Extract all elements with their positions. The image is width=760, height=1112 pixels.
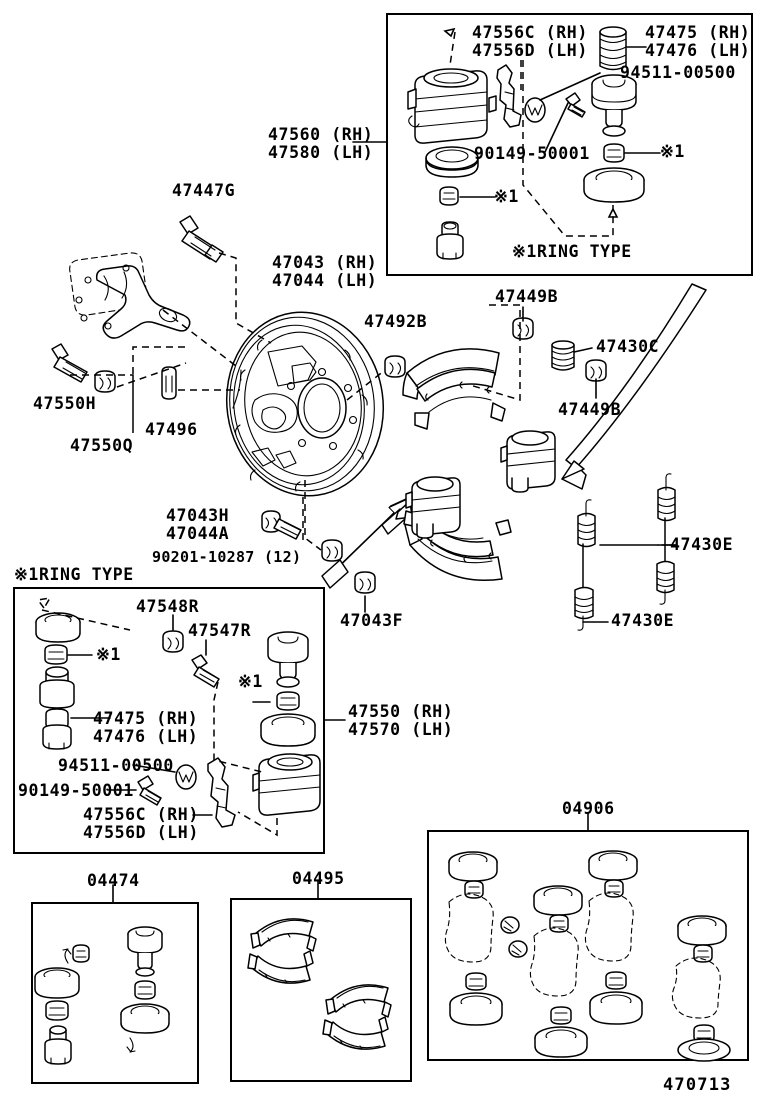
- label-47556C: 47556C (RH)47556D (LH): [472, 24, 588, 60]
- parking-lever-top: [496, 64, 522, 128]
- spring-47430C: [551, 340, 593, 371]
- label-47475-top: 47475 (RH)47476 (LH): [645, 24, 750, 60]
- label-47043H-line1: 47043H: [166, 506, 230, 525]
- label-47548R: 47548R: [136, 597, 200, 616]
- top-box-dashed-links: [443, 27, 661, 237]
- screw-47547R: [191, 639, 220, 688]
- label-47560: 47560 (RH)47580 (LH): [268, 126, 373, 162]
- label-47550-left-line1: 47550 (RH): [348, 702, 454, 721]
- label-ring-mark-left-b: ※1: [238, 672, 263, 691]
- nut-47548R: [162, 614, 184, 653]
- cylinder-plug-top: [583, 74, 645, 203]
- nut-47492B: [384, 355, 406, 378]
- cylinder-plug-left-box: [252, 631, 321, 816]
- label-ring-mark-top-left: ※1: [494, 187, 519, 206]
- label-47550H: 47550H: [33, 394, 97, 413]
- wheel-cylinder-assembly-right: [500, 430, 556, 493]
- assembly-arrow-right: [561, 283, 707, 490]
- kit-box-04906: [427, 812, 749, 1062]
- kit-box-04474: [31, 884, 199, 1084]
- label-47560-line2: 47580 (LH): [268, 143, 374, 162]
- brake-shoe-upper: [402, 348, 506, 430]
- label-90201: 90201-10287 (12): [152, 548, 302, 566]
- dash-47449B-top: [469, 304, 521, 402]
- diagram-number: 470713: [663, 1075, 732, 1095]
- nut-47043F: [354, 571, 376, 613]
- label-47449B-top: 47449B: [495, 287, 559, 306]
- label-47043H-line2: 47044A: [166, 524, 230, 543]
- label-47556C-line1: 47556C (RH): [472, 23, 588, 42]
- kit-box-04495: [230, 881, 412, 1082]
- label-47560-line1: 47560 (RH): [268, 125, 374, 144]
- parking-lever-left-box: [192, 757, 236, 828]
- label-47449B-bottom: 47449B: [558, 400, 622, 419]
- label-47475-top-line1: 47475 (RH): [645, 23, 751, 42]
- label-47556C-line2: 47556D (LH): [472, 41, 588, 60]
- wave-washer-top: [524, 97, 546, 123]
- nut-47449B-top: [512, 317, 534, 340]
- brake-backing-plate: [225, 311, 385, 497]
- label-47496: 47496: [145, 420, 198, 439]
- label-47547R: 47547R: [188, 621, 252, 640]
- nut-47550Q: [94, 370, 116, 393]
- label-47556C-left: 47556C (RH)47556D (LH): [83, 806, 199, 842]
- label-kit-04495: 04495: [292, 869, 345, 888]
- wheel-cylinder-top: [407, 68, 497, 260]
- label-47043F: 47043F: [340, 611, 404, 630]
- bolt-47550H: [51, 343, 88, 383]
- label-ring-mark-left-a: ※1: [96, 645, 121, 664]
- return-spring-a: [574, 499, 609, 631]
- label-47430C: 47430C: [596, 337, 660, 356]
- compression-spring-top: [599, 26, 647, 71]
- piston-left: [39, 666, 111, 750]
- label-47475-left-line2: 47476 (LH): [93, 727, 199, 746]
- label-47475-left: 47475 (RH)47476 (LH): [93, 710, 198, 746]
- return-spring-b: [599, 473, 676, 605]
- label-47430E-right: 47430E: [670, 535, 734, 554]
- nut-47449B-bottom: [585, 359, 607, 382]
- screw-top: [565, 92, 586, 118]
- clip-47496: [161, 366, 177, 400]
- label-47475-left-line1: 47475 (RH): [93, 709, 199, 728]
- left-ring-type-box: [13, 587, 346, 854]
- bolt-47447G: [179, 215, 224, 263]
- label-47556C-left-line2: 47556D (LH): [83, 823, 199, 842]
- label-47556C-left-line1: 47556C (RH): [83, 805, 199, 824]
- label-94511-top: 94511-00500: [620, 63, 736, 82]
- label-47043-line2: 47044 (LH): [272, 271, 378, 290]
- bolt-47043H: [261, 510, 302, 540]
- wheel-cylinder-assembly-left: [405, 476, 461, 539]
- label-ring-mark-top-right: ※1: [660, 142, 685, 161]
- top-ring-type-box: [352, 13, 753, 276]
- label-ring-type-left-title: ※1RING TYPE: [14, 565, 134, 584]
- label-kit-04906: 04906: [562, 799, 615, 818]
- label-47550-left-line2: 47570 (LH): [348, 720, 454, 739]
- wave-washer-left-box: [132, 764, 197, 790]
- label-94511-left: 94511-00500: [58, 756, 174, 775]
- label-47550Q: 47550Q: [70, 436, 134, 455]
- label-47447G: 47447G: [172, 181, 236, 200]
- ring-nut-left: [44, 644, 93, 665]
- label-90149-left: 90149-50001: [18, 781, 134, 800]
- label-47043: 47043 (RH)47044 (LH): [272, 254, 377, 290]
- axle-housing: [69, 252, 191, 339]
- label-90149-top: 90149-50001: [474, 144, 590, 163]
- label-top-box-footer: ※1RING TYPE: [512, 242, 632, 261]
- label-kit-04474: 04474: [87, 871, 140, 890]
- screw-left-box: [107, 775, 162, 806]
- left-box-dashed-links: [36, 596, 278, 837]
- label-47492B: 47492B: [364, 312, 428, 331]
- ring-cup-left: [35, 612, 81, 643]
- label-47043-line1: 47043 (RH): [272, 253, 378, 272]
- label-47430E-bottom: 47430E: [611, 611, 675, 630]
- label-47550-left: 47550 (RH)47570 (LH): [348, 703, 453, 739]
- main-dashed-links: [70, 252, 386, 551]
- nut-90201: [321, 539, 343, 562]
- label-47475-top-line2: 47476 (LH): [645, 41, 751, 60]
